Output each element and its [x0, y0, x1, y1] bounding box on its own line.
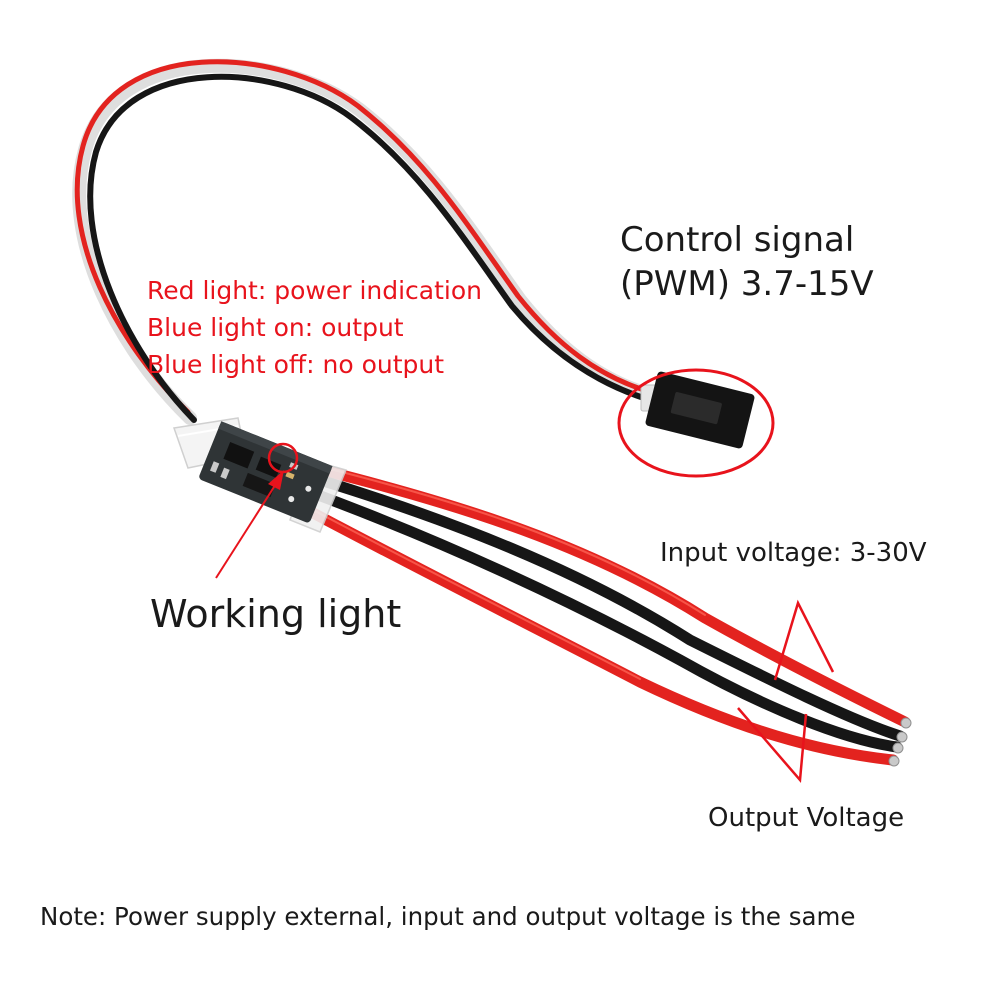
working-light-arrow — [215, 470, 284, 579]
output-voltage-pointer — [737, 707, 808, 784]
red-light-note: Red light: power indication — [147, 276, 482, 305]
control-signal-label: Control signal (PWM) 3.7-15V — [620, 218, 874, 306]
footer-note: Note: Power supply external, input and o… — [40, 902, 856, 931]
working-light-label: Working light — [150, 592, 402, 636]
indicator-legend: Red light: power indication Blue light o… — [147, 272, 482, 383]
servo-connector — [640, 371, 755, 449]
wire-tips — [888, 717, 912, 767]
output-voltage-label: Output Voltage — [708, 803, 905, 833]
blue-light-off-note: Blue light off: no output — [147, 350, 445, 379]
input-voltage-label: Input voltage: 3-30V — [660, 538, 927, 568]
blue-light-on-note: Blue light on: output — [147, 313, 404, 342]
connector-highlight-circle — [617, 368, 775, 478]
control-signal-line2: (PWM) 3.7-15V — [620, 264, 874, 304]
power-wires — [294, 466, 911, 766]
control-signal-line1: Control signal — [620, 220, 855, 260]
pcb-module — [199, 421, 333, 523]
signal-cable — [72, 58, 657, 425]
input-voltage-pointer — [773, 599, 835, 681]
